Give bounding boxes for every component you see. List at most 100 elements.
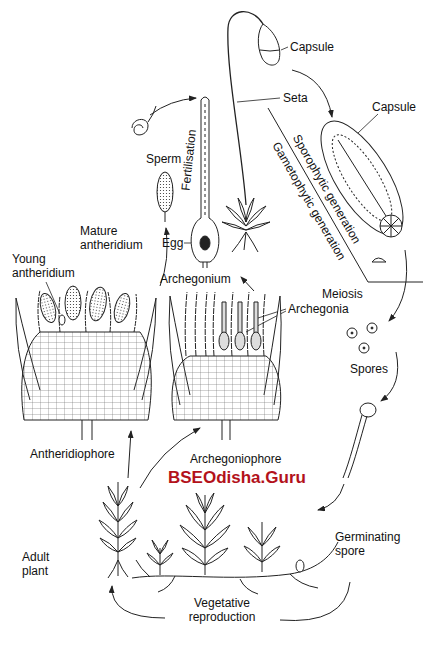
protonema-with-shoots-part [205, 493, 214, 513]
archegoniophore-drawing-part [238, 302, 242, 333]
adult-plant-drawing-part [99, 520, 118, 538]
spores-drawing-part [351, 332, 353, 334]
capsule-section-part [338, 140, 386, 216]
part-label: Seta [283, 91, 308, 105]
archegonium-fertilisation [191, 97, 219, 268]
adult-plant-drawing-part [100, 538, 118, 552]
leader-lines-part [358, 114, 378, 133]
capsule-section-part [380, 215, 402, 237]
archegonium-fertilisation-part [203, 262, 207, 268]
germinating-spore-drawing-part [343, 415, 367, 478]
protonema-with-shoots-part [136, 560, 318, 594]
protonema-with-shoots-part [205, 525, 230, 548]
spores-drawing [347, 323, 377, 353]
adult-plant-drawing-part [118, 520, 137, 538]
protonema-with-shoots-part [262, 546, 280, 562]
archegonium-fertilisation-part [201, 100, 209, 218]
protonema-with-shoots-part [262, 522, 263, 572]
part-label: Archegonia [288, 302, 349, 316]
protonema-with-shoots-part [196, 493, 205, 513]
archegoniophore-drawing-part [185, 292, 265, 356]
sporophyte-on-gametophyte-part [228, 12, 263, 205]
archegoniophore-drawing-part [222, 420, 230, 440]
sporophyte-on-gametophyte-part [232, 232, 258, 252]
capsule-section-part [380, 215, 402, 237]
protonema-with-shoots-part [182, 548, 205, 565]
antheridiophore-drawing-part [59, 315, 65, 325]
adult-plant-drawing-part [118, 538, 136, 552]
protonema-with-shoots-part [248, 527, 262, 546]
sporophyte-on-gametophyte-part [260, 50, 280, 51]
part-label: Archegoniophore [190, 452, 281, 466]
archegoniophore-drawing-part [219, 332, 229, 350]
part-label: Antheridiophore [30, 447, 115, 461]
part-label: Egg [162, 236, 183, 250]
adult-plant-drawing-part [118, 502, 133, 522]
archegonium-fertilisation-part [201, 97, 209, 100]
protonema-with-shoots-part [160, 540, 168, 554]
cycle-arrows-part [150, 98, 196, 115]
protonema-with-shoots-part [180, 525, 205, 548]
archegoniophore-drawing-part [235, 332, 245, 350]
stage-label: Germinating spore [335, 530, 409, 558]
adult-plant-drawing-part [108, 560, 128, 578]
protonema-with-shoots-part [296, 560, 304, 572]
cycle-arrows-part [241, 277, 254, 291]
archegonium-fertilisation-part [200, 236, 210, 250]
part-label: Mature antheridium [80, 224, 152, 252]
sporophyte-on-gametophyte-part [246, 222, 270, 230]
protonema-with-shoots-part [147, 553, 160, 565]
watermark: BSEOdisha.Guru [168, 468, 306, 488]
part-label: Sperm [146, 152, 181, 166]
part-label: Capsule [290, 40, 334, 54]
archegoniophore-drawing [169, 292, 281, 440]
capsule-section-part [372, 258, 386, 262]
archegoniophore-drawing-part [254, 302, 258, 333]
spores-drawing-part [371, 327, 373, 329]
sporophyte-on-gametophyte-part [258, 24, 279, 65]
antheridiophore-drawing-part [111, 292, 132, 325]
archegoniophore-drawing-part [222, 302, 226, 333]
antheridiophore-drawing-part [37, 292, 58, 325]
cycle-arrows-part [318, 484, 344, 510]
archegoniophore-drawing-part [172, 356, 281, 420]
archegonium-fertilisation-part [205, 104, 206, 216]
sporophyte-on-gametophyte [222, 12, 280, 252]
antheridiophore-drawing [16, 286, 156, 440]
spores-drawing-part [363, 347, 365, 349]
adult-plant-drawing [99, 482, 137, 578]
process-label: Vegetative reproduction [172, 596, 272, 624]
spores-drawing-part [359, 343, 369, 353]
stage-label: Adult plant [22, 550, 64, 578]
part-label: Capsule [372, 100, 416, 114]
leader-lines-part [237, 98, 280, 102]
leader-lines-part [281, 47, 288, 50]
cycle-arrows-part [112, 586, 165, 618]
germinating-spore-drawing [343, 403, 376, 478]
generation-divider [268, 108, 423, 282]
cycle-arrows-part [128, 431, 131, 478]
sperm-and-antheridium-part [165, 212, 166, 222]
adult-plant-drawing-part [103, 502, 118, 522]
antheridiophore-drawing-part [87, 286, 109, 322]
adult-plant-drawing-part [108, 486, 118, 506]
antheridiophore-drawing-part [22, 332, 152, 420]
protonema-with-shoots-part [152, 540, 160, 554]
antheridiophore-drawing-part [38, 290, 137, 332]
antheridiophore-drawing-part [65, 286, 81, 320]
protonema-with-shoots-part [205, 548, 228, 565]
spores-drawing-part [347, 328, 357, 338]
part-label: Archegonium [160, 272, 231, 286]
protonema-with-shoots-part [262, 527, 276, 546]
archegoniophore-drawing-part [251, 332, 261, 350]
part-label: Young antheridium [12, 252, 82, 280]
germinating-spore-drawing-part [360, 403, 376, 417]
protonema-with-shoots [132, 493, 338, 594]
cycle-arrows-part [280, 582, 350, 621]
sporophyte-on-gametophyte-part [246, 198, 254, 222]
archegonium-fertilisation-part [191, 218, 219, 262]
sperm-and-antheridium-part [157, 172, 173, 212]
sporophyte-on-gametophyte-part [238, 198, 246, 222]
cycle-arrows-part [389, 250, 407, 321]
